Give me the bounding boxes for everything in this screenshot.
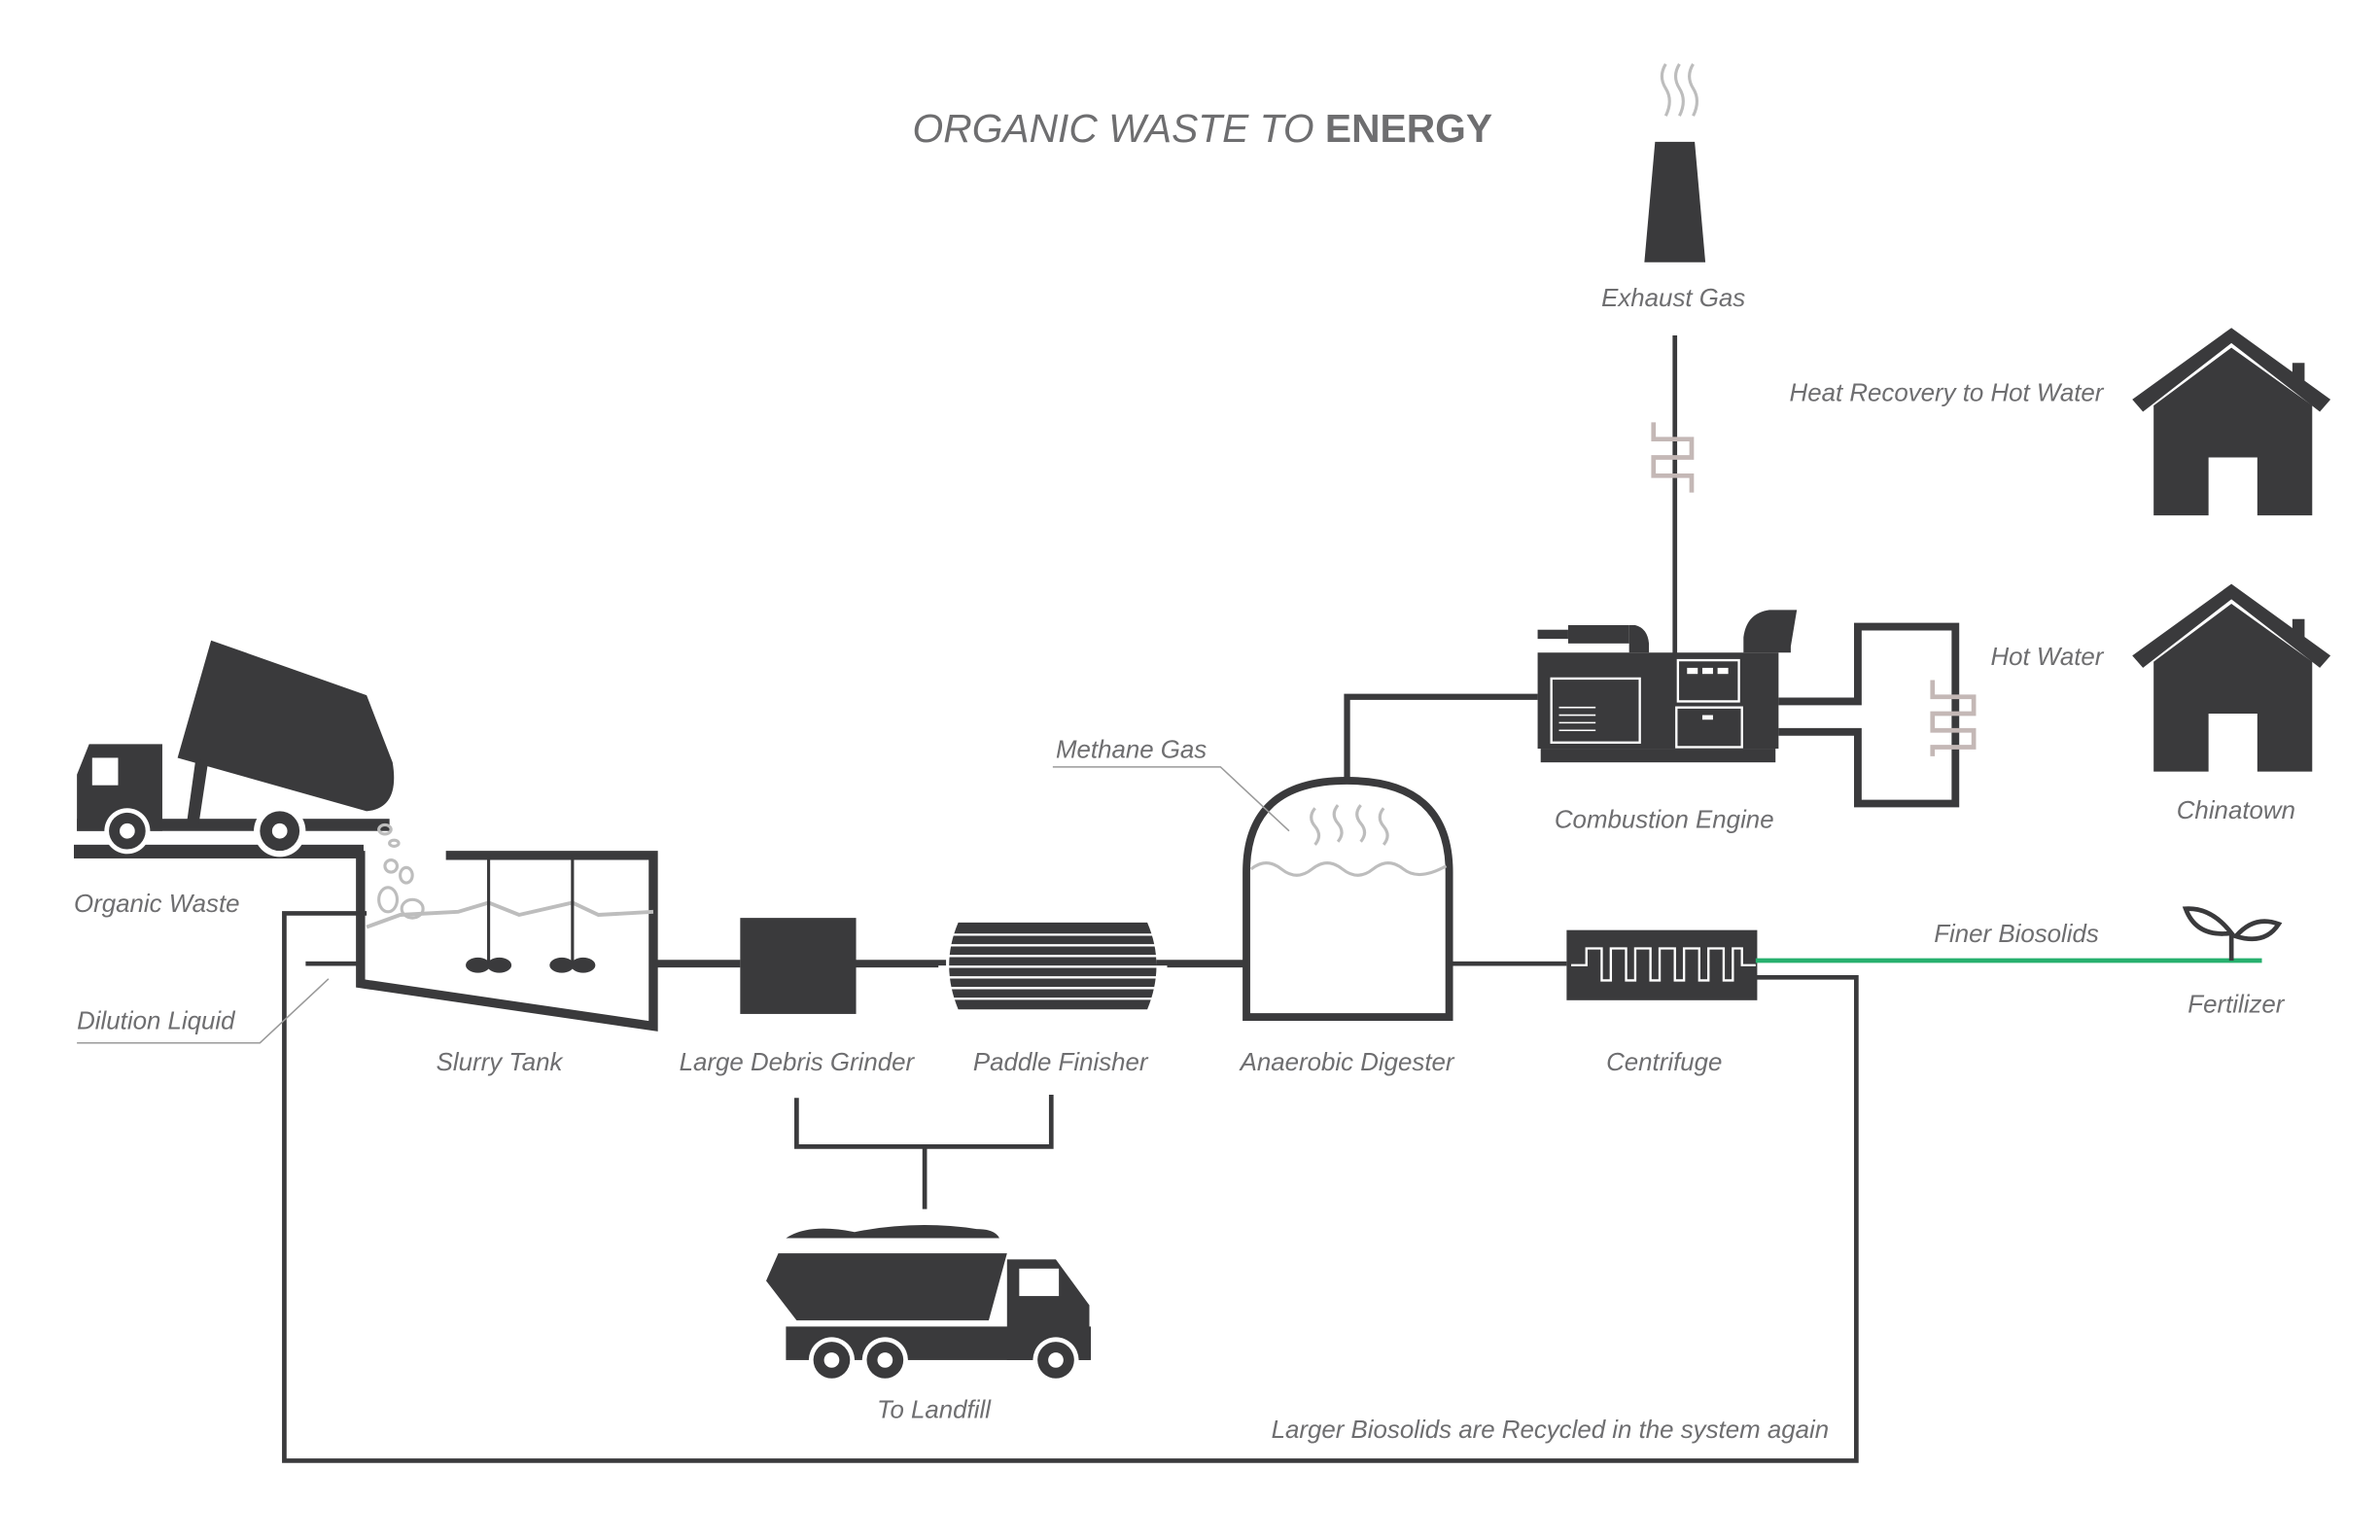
- label-to-landfill: To Landfill: [877, 1397, 992, 1424]
- dilution-leader-line: [77, 978, 330, 1044]
- label-slurry-tank: Slurry Tank: [437, 1049, 565, 1076]
- grinder-icon: [740, 918, 857, 1014]
- title-light: ORGANIC WASTE TO: [913, 106, 1325, 151]
- heat-recovery-coil: [1651, 420, 2128, 495]
- label-combustion-engine: Combustion Engine: [1555, 807, 1774, 834]
- label-finer-biosolids: Finer Biosolids: [1934, 921, 2099, 948]
- house-icon: [2132, 328, 2331, 516]
- hot-water-loop: [1778, 622, 1960, 808]
- title-bold: ENERGY: [1325, 106, 1492, 151]
- label-organic-waste: Organic Waste: [74, 891, 240, 918]
- methane-leader-line: [1052, 766, 1290, 832]
- hot-water-coil: [1930, 678, 2128, 759]
- combustion-engine-icon: [1537, 610, 1798, 763]
- methane-pipe: [1344, 693, 1538, 778]
- recycle-pipe: [282, 911, 1859, 1463]
- centrifuge-icon: [1566, 929, 1758, 1000]
- slurry-tank-icon: [356, 851, 658, 1032]
- label-recycled: Larger Biosolids are Recycled in the sys…: [1272, 1417, 1830, 1444]
- plant-icon: [2182, 906, 2283, 962]
- dump-truck-icon: [73, 640, 395, 858]
- label-exhaust-gas: Exhaust Gas: [1601, 285, 1745, 312]
- landfill-pipe: [794, 1095, 1054, 1209]
- falling-waste: [377, 822, 425, 920]
- house-icon-chinatown: [2132, 583, 2331, 772]
- label-dilution-liquid: Dilution Liquid: [77, 1008, 236, 1035]
- chimney-icon: [1644, 141, 1706, 262]
- label-paddle-finisher: Paddle Finisher: [973, 1049, 1149, 1076]
- label-heat-recovery: Heat Recovery to Hot Water: [1790, 379, 2105, 406]
- label-methane-gas: Methane Gas: [1056, 736, 1207, 763]
- label-grinder: Large Debris Grinder: [680, 1049, 916, 1076]
- label-fertilizer: Fertilizer: [2188, 991, 2286, 1018]
- label-hot-water: Hot Water: [1990, 644, 2104, 671]
- paddle-finisher-icon: [938, 922, 1168, 1010]
- landfill-truck-icon: [766, 1225, 1092, 1383]
- label-chinatown: Chinatown: [2177, 797, 2295, 824]
- smoke-icon: [1660, 63, 1699, 117]
- label-centrifuge: Centrifuge: [1606, 1049, 1722, 1076]
- page-title: ORGANIC WASTE TO ENERGY: [913, 106, 1493, 151]
- digester-icon: [1242, 777, 1453, 1021]
- label-digester: Anaerobic Digester: [1239, 1049, 1455, 1076]
